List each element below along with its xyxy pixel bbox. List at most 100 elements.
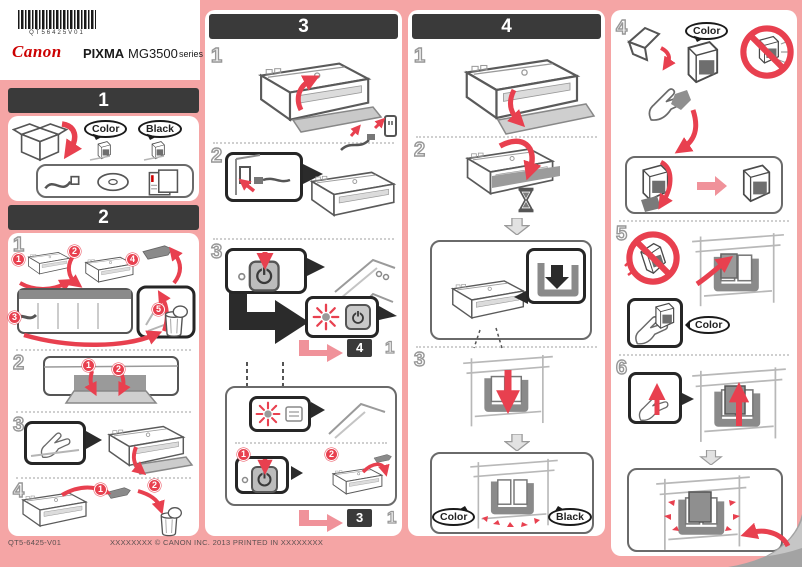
product-name: PIXMA (83, 46, 125, 61)
open-front-cover-illustration (43, 356, 179, 404)
color-label-oval: Color (432, 508, 476, 526)
prohibition-tilt-group (624, 234, 677, 281)
hourglass-icon (516, 187, 536, 213)
inset-detail (627, 298, 683, 348)
press-power-illustration (240, 459, 279, 494)
tape-icon (671, 90, 691, 110)
locked-bay-illustration (651, 472, 761, 552)
callout-triangle (86, 431, 102, 449)
ink-cartridge-icon (655, 302, 675, 329)
prohibition-icon (629, 234, 676, 281)
step-number: 4 (615, 17, 628, 39)
inset-detail (24, 421, 86, 465)
ink-cartridge-icon (642, 164, 669, 201)
goto-step-number: 1 (384, 338, 395, 357)
dotted-divider (213, 142, 394, 144)
press-power-illustration (228, 252, 304, 291)
tape-icon (373, 454, 392, 463)
black-label-oval: Black (138, 120, 183, 138)
close-cover-illustration (260, 62, 383, 133)
goto-step-number: 1 (386, 508, 397, 527)
color-label-oval: Color (684, 316, 731, 334)
section-1-panel: Color Black (8, 116, 199, 201)
barcode-text: QT56425V01 (29, 30, 85, 36)
insert-cartridge-illustration (624, 228, 793, 316)
accessories-illustration (44, 169, 179, 196)
step-badge: 2 (68, 245, 81, 258)
cartridge-bay-illustration (462, 454, 566, 534)
tape-icon (641, 196, 661, 212)
lower-lock-lever-illustration (452, 350, 564, 430)
step-number: 3 (210, 241, 223, 263)
section-3-header: 3 (209, 14, 398, 39)
step-number: 6 (615, 357, 628, 379)
dotted-divider (16, 477, 191, 479)
ink-cartridge-icon (687, 41, 719, 84)
cd-icon (97, 172, 129, 192)
footer-part-number: QT5-6425-V01 (8, 538, 62, 547)
brand-block: QT56425V01 Canon PIXMA MG3500 series (0, 0, 204, 80)
step-number: 3 (413, 349, 426, 371)
step-number: 2 (413, 139, 426, 161)
open-tray-illustration (108, 425, 194, 476)
raise-lock-lever-illustration (685, 362, 795, 446)
power-button-icon (239, 262, 279, 291)
remove-tape-box (625, 156, 783, 214)
wait-arrow (504, 218, 530, 235)
footer-copyright: XXXXXXXX © CANON INC. 2013 PRINTED IN XX… (110, 538, 324, 547)
step-badge: 4 (126, 253, 139, 266)
step-number: 1 (210, 45, 223, 67)
power-button-icon (240, 465, 279, 494)
step-badge: 2 (112, 363, 125, 376)
dotted-divider (619, 220, 789, 222)
ink-cartridges-illustration (89, 141, 165, 161)
dotted-divider (213, 238, 394, 240)
power-cord-illustration (340, 115, 397, 151)
alt-flow-box: 1 2 (225, 386, 397, 506)
unwrap-cartridge-illustration (627, 22, 793, 154)
step-badge: 3 (8, 311, 21, 324)
step-badge: 1 (237, 448, 250, 461)
goto-flow-arrow (299, 340, 343, 362)
section-2-panel: 1 1 2 3 4 5 2 1 2 3 (8, 233, 199, 537)
dotted-divider (16, 411, 191, 413)
inset-detail (526, 248, 586, 304)
page-turn-arrow-icon (728, 514, 802, 567)
black-label-oval: Black (548, 508, 593, 526)
dotted-divider (416, 346, 597, 348)
push-lever-illustration (638, 382, 669, 422)
section-2-header: 2 (8, 205, 199, 230)
step-badge: 1 (94, 483, 107, 496)
series-label: series (179, 49, 204, 59)
holder-moves-box (430, 240, 592, 349)
step-number: 2 (210, 145, 223, 167)
callout-triangle (311, 402, 325, 418)
goto-flow-arrow (299, 510, 343, 532)
inset-detail (235, 456, 289, 494)
hand-icon (638, 395, 669, 422)
step-number: 1 (413, 45, 426, 67)
step-badge: 2 (148, 479, 161, 492)
section-4-panel: 4 1 2 3 (408, 10, 605, 536)
step-badge: 5 (152, 303, 165, 316)
step-number: 3 (12, 414, 25, 436)
section-1-number: 1 (98, 90, 109, 111)
remove-tape-illustration (332, 454, 392, 495)
led-lit-icon (312, 303, 340, 331)
printer-illustration (311, 171, 395, 217)
cartridge-install-panel: 4 Color 5 (611, 10, 797, 556)
callout-triangle (307, 258, 325, 276)
open-front-cover-illustration (465, 59, 596, 135)
step-number: 1 (12, 234, 25, 256)
inset-detail (628, 372, 682, 424)
alarm-led-illustration (255, 401, 303, 427)
power-cord-icon (44, 175, 80, 190)
section-4-number: 4 (501, 16, 512, 37)
wait-arrow (504, 434, 530, 451)
dotted-divider (619, 354, 789, 356)
callout-triangle (303, 164, 323, 184)
tape-icon (106, 487, 131, 499)
flow-arrow-black (229, 262, 309, 344)
step-number: 4 (12, 480, 25, 502)
tape-icon (142, 245, 173, 260)
